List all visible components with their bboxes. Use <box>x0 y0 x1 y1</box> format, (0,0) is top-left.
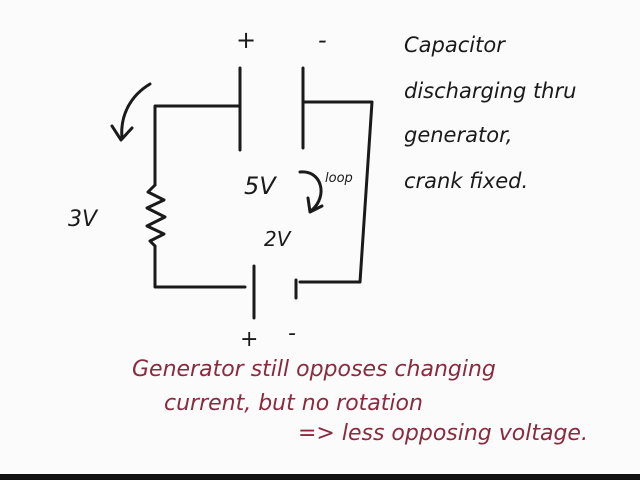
capacitor-voltage-label: 5V <box>244 172 277 200</box>
loop-label: loop <box>325 171 353 186</box>
bottom-note-line-1: Generator still opposes changing <box>132 357 496 382</box>
capacitor-minus-label: - <box>318 26 327 54</box>
side-note-line-2: discharging thru <box>404 79 576 103</box>
side-note-line-3: generator, <box>404 123 512 147</box>
generator-minus-label: - <box>288 321 296 346</box>
capacitor-plus-label: + <box>236 26 256 54</box>
frame-bottom-edge <box>0 474 640 480</box>
bottom-note-line-2: current, but no rotation <box>164 391 423 416</box>
wire-top-left <box>153 104 242 187</box>
bottom-note-line-3: => less opposing voltage. <box>298 421 588 446</box>
loop-arrow-head <box>306 196 324 214</box>
side-note-line-4: crank fixed. <box>404 169 528 193</box>
current-arrow-head <box>110 124 134 142</box>
side-note-line-1: Capacitor <box>404 33 506 57</box>
generator-plus-label: + <box>240 327 258 352</box>
current-arrow-curve <box>120 82 152 140</box>
generator-voltage-label: 2V <box>264 227 292 251</box>
loop-arrow-curve <box>298 170 323 212</box>
wire-bottom-left <box>153 244 247 289</box>
wire-right <box>298 100 374 284</box>
resistor-voltage-label: 3V <box>68 207 99 232</box>
resistor <box>145 183 167 248</box>
